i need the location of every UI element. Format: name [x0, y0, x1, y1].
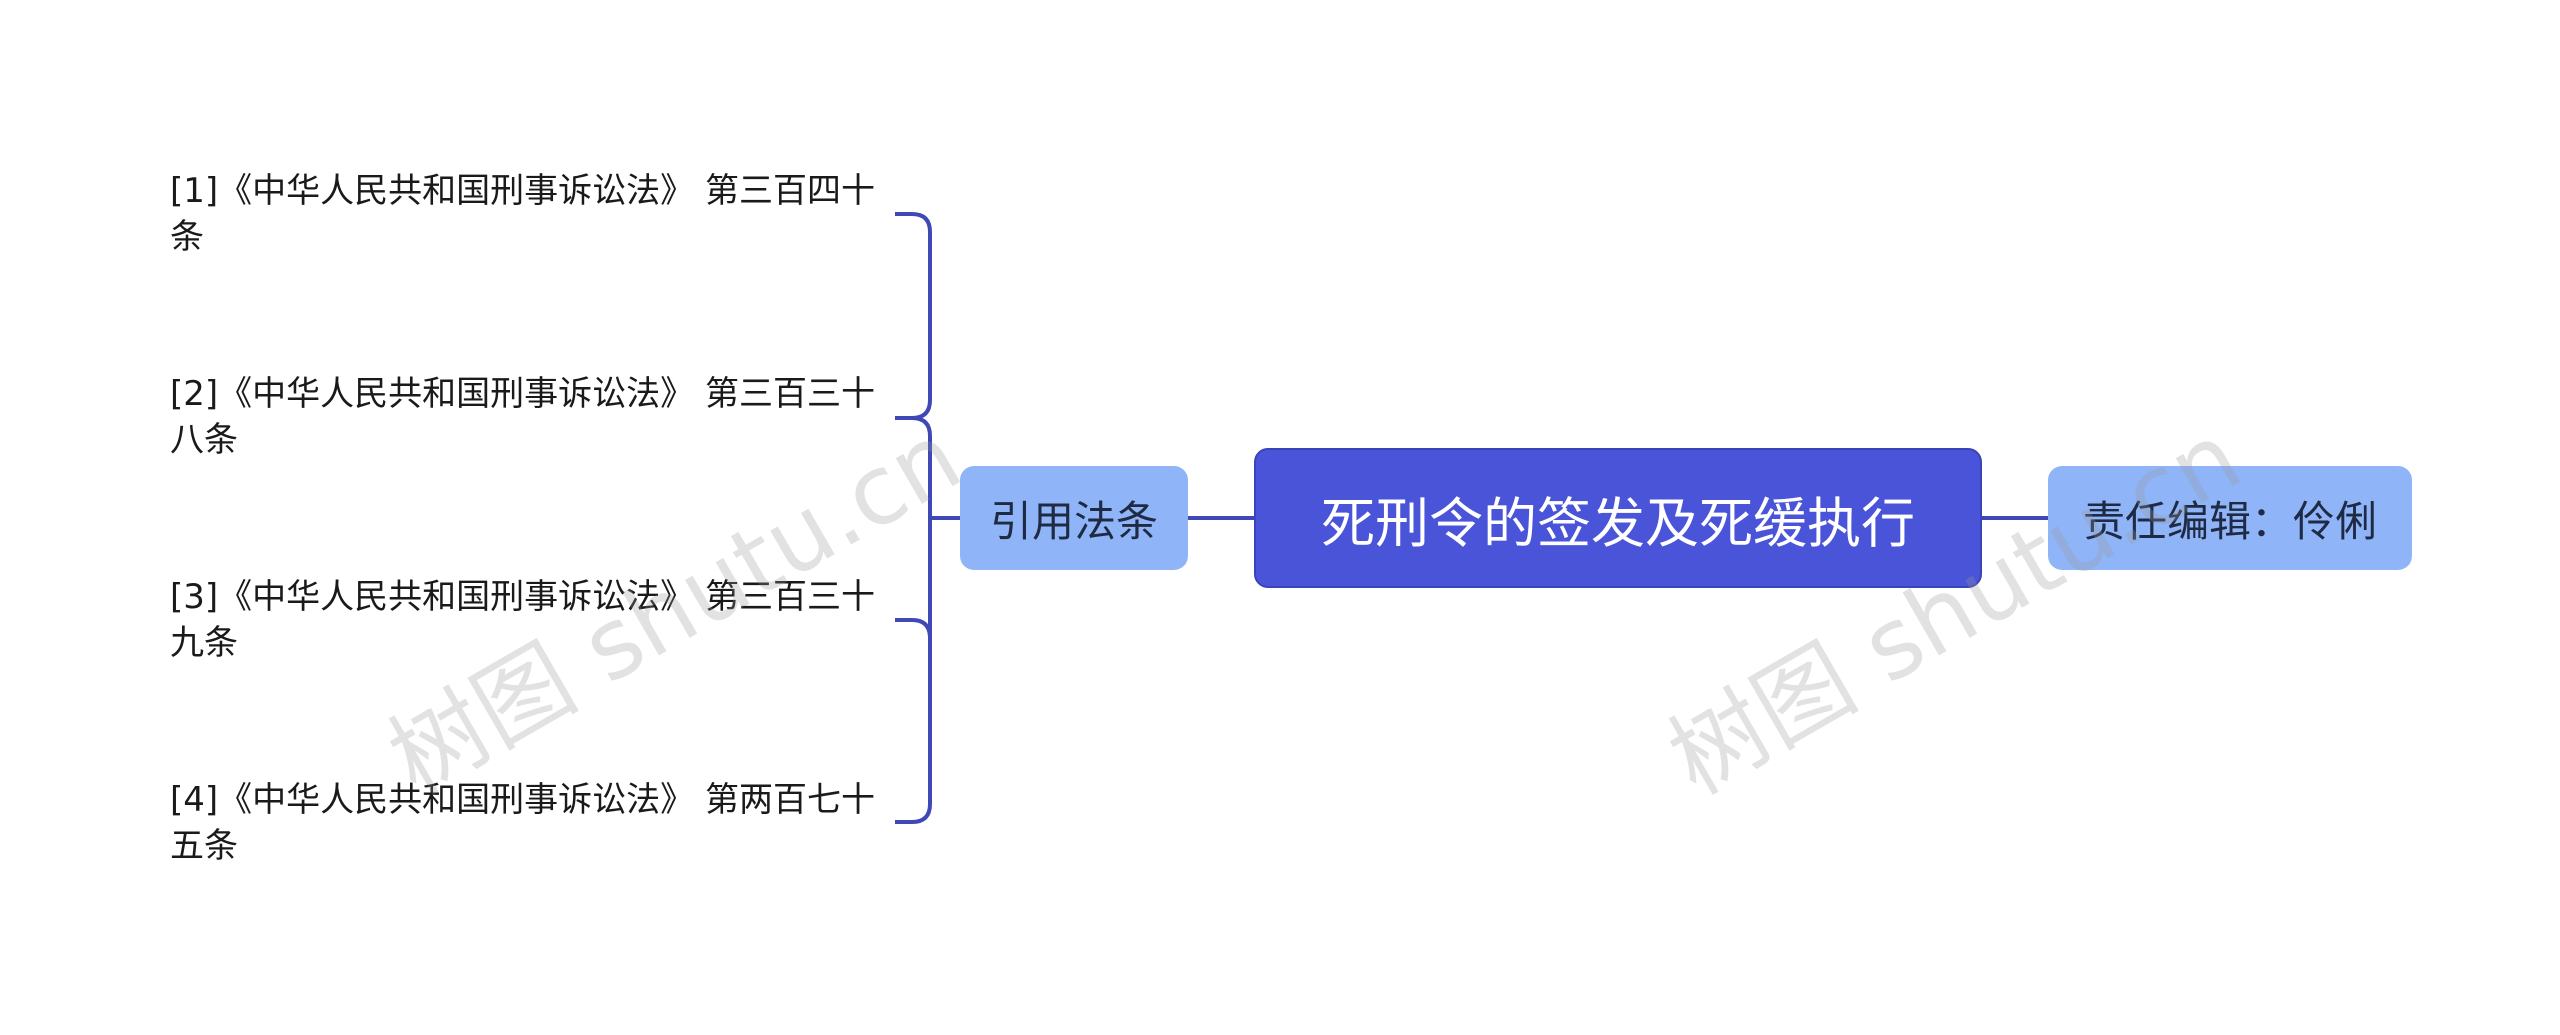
- leaf-law-2[interactable]: [2]《中华人民共和国刑事诉讼法》 第三百三十八条: [170, 374, 875, 460]
- leaf-law-1[interactable]: [1]《中华人民共和国刑事诉讼法》 第三百四十条: [170, 171, 875, 257]
- leaf-law-4[interactable]: [4]《中华人民共和国刑事诉讼法》 第两百七十五条: [170, 780, 875, 866]
- bracket-middle: [895, 618, 932, 639]
- branch-editor[interactable]: 责任编辑：伶俐: [2048, 466, 2412, 570]
- bracket-upper: [895, 212, 932, 420]
- root-node[interactable]: 死刑令的签发及死缓执行: [1254, 448, 1982, 588]
- branch-cited-laws[interactable]: 引用法条: [960, 466, 1188, 570]
- bracket-lower: [895, 416, 932, 824]
- leaf-law-3[interactable]: [3]《中华人民共和国刑事诉讼法》 第三百三十九条: [170, 577, 875, 663]
